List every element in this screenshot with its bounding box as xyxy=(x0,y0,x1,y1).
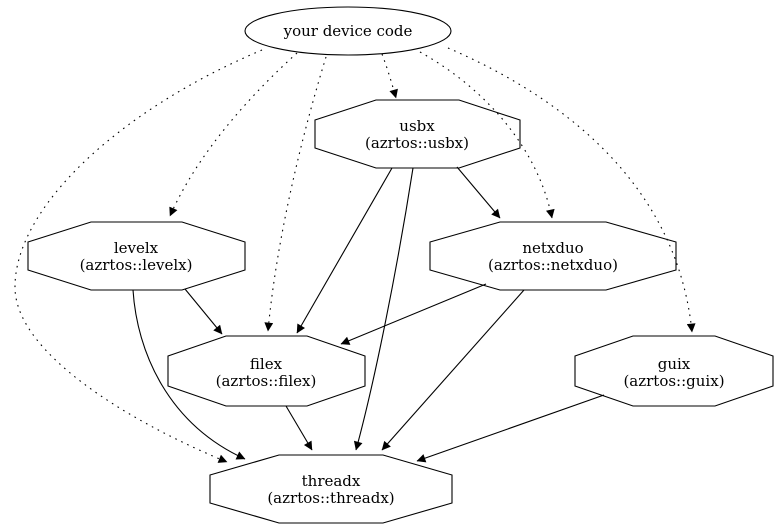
node-filex: filex (azrtos::filex) xyxy=(167,335,366,407)
edge-device-filex xyxy=(264,56,327,332)
node-device: your device code xyxy=(244,6,452,56)
node-device-label: your device code xyxy=(283,22,413,40)
node-guix-sublabel: (azrtos::guix) xyxy=(623,372,724,390)
node-filex-label: filex xyxy=(250,355,283,373)
edge-netxduo-filex xyxy=(340,283,487,345)
edge-usbx-filex xyxy=(296,167,393,334)
node-netxduo: netxduo (azrtos::netxduo) xyxy=(429,221,677,291)
node-levelx: levelx (azrtos::levelx) xyxy=(27,221,246,291)
node-filex-sublabel: (azrtos::filex) xyxy=(216,372,317,390)
node-netxduo-sublabel: (azrtos::netxduo) xyxy=(488,256,618,274)
edges-solid xyxy=(132,166,605,463)
edge-levelx-filex xyxy=(184,288,223,335)
node-usbx: usbx (azrtos::usbx) xyxy=(314,99,521,169)
node-usbx-shape xyxy=(314,99,521,169)
edge-netxduo-threadx xyxy=(381,289,525,451)
edge-device-usbx xyxy=(381,53,398,99)
node-netxduo-label: netxduo xyxy=(522,239,583,257)
node-levelx-shape xyxy=(27,221,246,291)
node-usbx-sublabel: (azrtos::usbx) xyxy=(365,134,469,152)
edges-dotted xyxy=(14,47,696,463)
node-threadx-sublabel: (azrtos::threadx) xyxy=(267,489,394,507)
node-guix-shape xyxy=(574,335,774,407)
edge-filex-threadx xyxy=(285,405,313,451)
edge-device-guix xyxy=(447,47,696,333)
node-threadx-label: threadx xyxy=(302,472,361,490)
edge-device-netxduo xyxy=(419,51,555,219)
edge-levelx-threadx xyxy=(132,289,246,460)
edge-usbx-netxduo xyxy=(456,166,501,219)
edge-device-levelx xyxy=(169,52,298,217)
node-filex-shape xyxy=(167,335,366,407)
node-threadx-shape xyxy=(209,454,453,524)
edge-guix-threadx xyxy=(416,394,605,463)
node-device-shape xyxy=(244,6,452,56)
node-usbx-label: usbx xyxy=(399,117,435,135)
node-threadx: threadx (azrtos::threadx) xyxy=(209,454,453,524)
node-levelx-label: levelx xyxy=(114,239,159,257)
node-levelx-sublabel: (azrtos::levelx) xyxy=(80,256,193,274)
edge-usbx-threadx xyxy=(353,167,414,451)
node-guix-label: guix xyxy=(658,355,691,373)
node-guix: guix (azrtos::guix) xyxy=(574,335,774,407)
node-netxduo-shape xyxy=(429,221,677,291)
